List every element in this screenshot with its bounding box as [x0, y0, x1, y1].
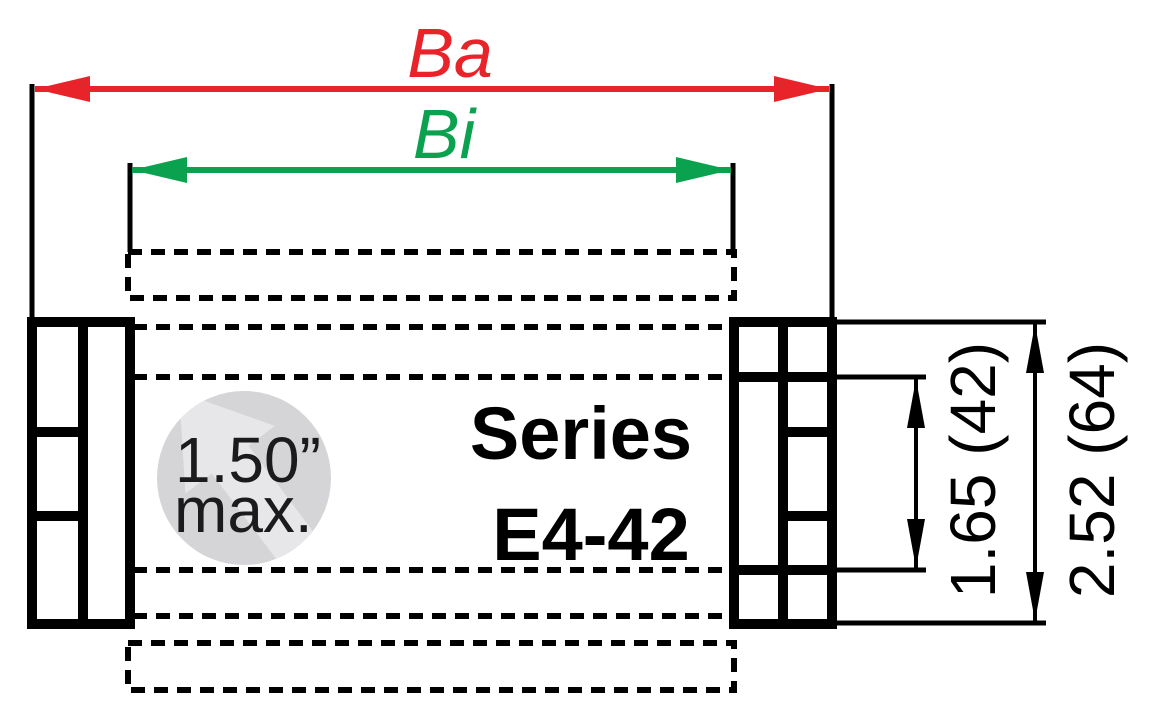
inner-height-arrowhead-up-icon [907, 379, 925, 428]
inner-height-label: 1.65 (42) [937, 342, 1009, 598]
chain-link-dashed-outline [125, 249, 737, 693]
upper-link-dashed-box [125, 249, 737, 301]
series-number-label: E4-42 [492, 493, 689, 576]
badge-max-label: max. [174, 474, 313, 546]
outer-height-arrowhead-up-icon [1026, 324, 1044, 373]
ba-arrowhead-left-icon [35, 76, 90, 102]
badge-value-label: 1.50” [175, 424, 321, 496]
inner-height-dimension: 1.65 (42) [837, 342, 1009, 598]
outer-height-dimension: 2.52 (64) [837, 319, 1128, 626]
bi-arrowhead-right-icon [676, 157, 731, 183]
ba-arrowhead-right-icon [774, 76, 829, 102]
bi-arrowhead-left-icon [132, 157, 187, 183]
left-side-plate [27, 317, 135, 629]
bi-dimension-label: Bi [413, 95, 478, 173]
lower-link-dashed-box [125, 640, 737, 693]
watermark-arrow-head [179, 391, 275, 494]
right-side-plate [729, 317, 837, 629]
outer-width-dimension: Ba [29, 14, 835, 318]
bend-radius-badge: 1.50” max. [157, 391, 348, 600]
inner-height-arrowhead-down-icon [907, 519, 925, 568]
series-word-label: Series [470, 392, 692, 475]
series-label: Series E4-42 [470, 392, 692, 576]
inner-width-dimension: Bi [127, 95, 736, 252]
outer-height-label: 2.52 (64) [1056, 342, 1128, 598]
outer-height-arrowhead-down-icon [1026, 572, 1044, 621]
ba-dimension-label: Ba [407, 14, 493, 92]
